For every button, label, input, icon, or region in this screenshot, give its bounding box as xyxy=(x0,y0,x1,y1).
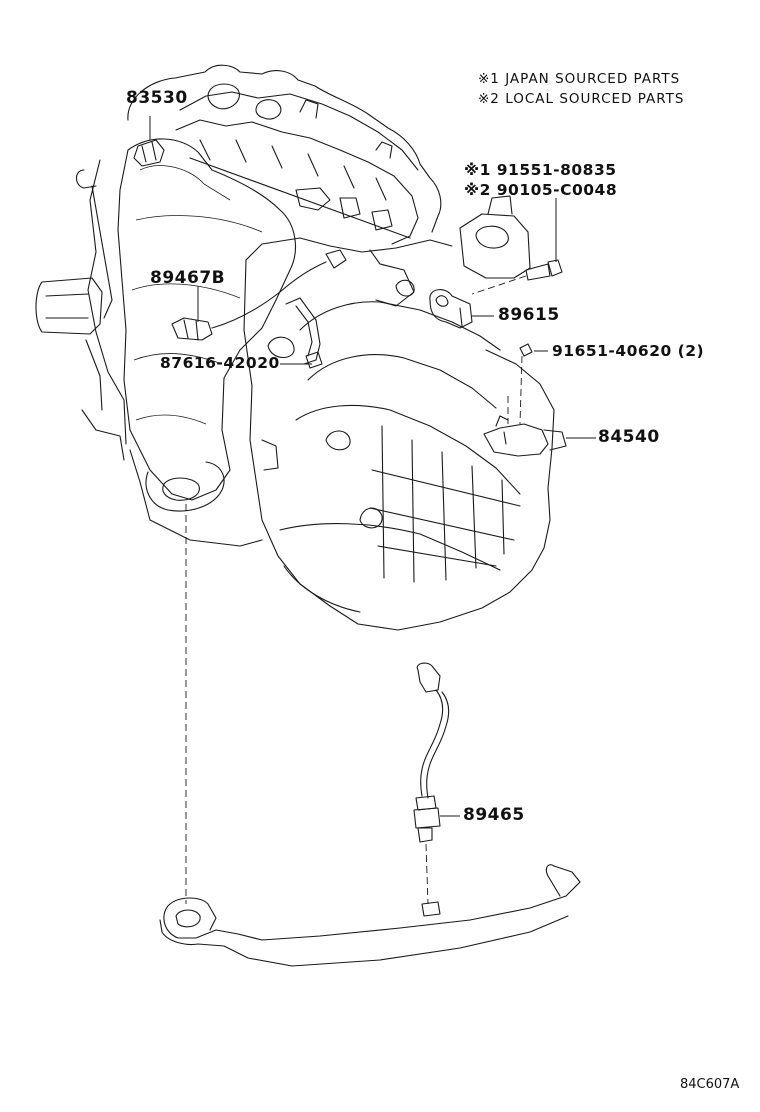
legend-note-japan: ※1 JAPAN SOURCED PARTS xyxy=(478,71,681,87)
air-fuel-ratio-sensor xyxy=(171,249,347,341)
legend-note-local: ※2 LOCAL SOURCED PARTS xyxy=(478,91,685,107)
part-label-89467b[interactable]: 89467B xyxy=(150,268,226,288)
part-label-90105-c0048[interactable]: ※2 90105-C0048 xyxy=(464,181,618,199)
engine-block xyxy=(35,64,555,631)
part-label-91651-40620[interactable]: 91651-40620 (2) xyxy=(552,342,705,360)
part-label-83530[interactable]: 83530 xyxy=(126,88,188,108)
transmission-speed-sensor xyxy=(483,415,596,457)
exhaust-pipe xyxy=(159,504,581,967)
part-label-89615[interactable]: 89615 xyxy=(498,305,560,325)
part-label-84540[interactable]: 84540 xyxy=(598,427,660,447)
part-label-89465[interactable]: 89465 xyxy=(463,805,525,825)
part-label-87616-42020[interactable]: 87616-42020 xyxy=(160,354,280,372)
illustration-code: 84C607A xyxy=(680,1077,740,1092)
camshaft-position-sensor xyxy=(133,139,165,167)
knock-sensor xyxy=(429,289,473,329)
sensor-screw xyxy=(507,343,548,425)
oxygen-sensor xyxy=(413,662,460,905)
part-label-91551-80835[interactable]: ※1 91551-80835 xyxy=(464,161,617,179)
knock-sensor-bolt xyxy=(471,198,563,295)
sensor-wire-bracket xyxy=(285,297,323,369)
